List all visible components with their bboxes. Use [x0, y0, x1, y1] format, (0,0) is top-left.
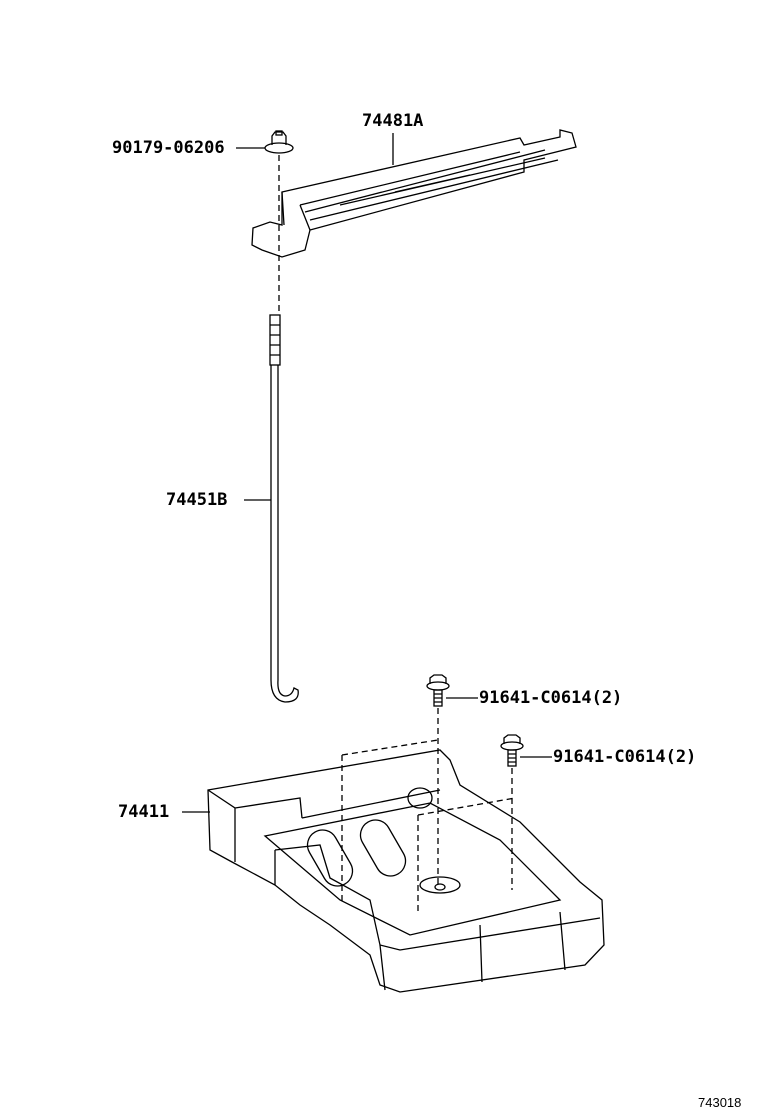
- bolt-1: [426, 674, 450, 707]
- bolt-2: [500, 734, 524, 767]
- nut-90179-06206: [264, 130, 294, 154]
- callout-91641-C0614-2: 91641-C0614(2): [553, 747, 697, 767]
- callout-74451B: 74451B: [166, 490, 228, 510]
- rod-74451B: [269, 314, 299, 703]
- callout-74481A: 74481A: [362, 111, 424, 131]
- figure-number: 743018: [698, 1095, 742, 1110]
- bolt-dashed-lines: [341, 708, 516, 915]
- leader-lines: [182, 133, 552, 813]
- tray-74411: [207, 749, 605, 993]
- callout-74411: 74411: [118, 802, 170, 822]
- callout-90179-06206: 90179-06206: [112, 138, 225, 158]
- callout-91641-C0614-1: 91641-C0614(2): [479, 688, 623, 708]
- bracket-74481A: [251, 129, 577, 258]
